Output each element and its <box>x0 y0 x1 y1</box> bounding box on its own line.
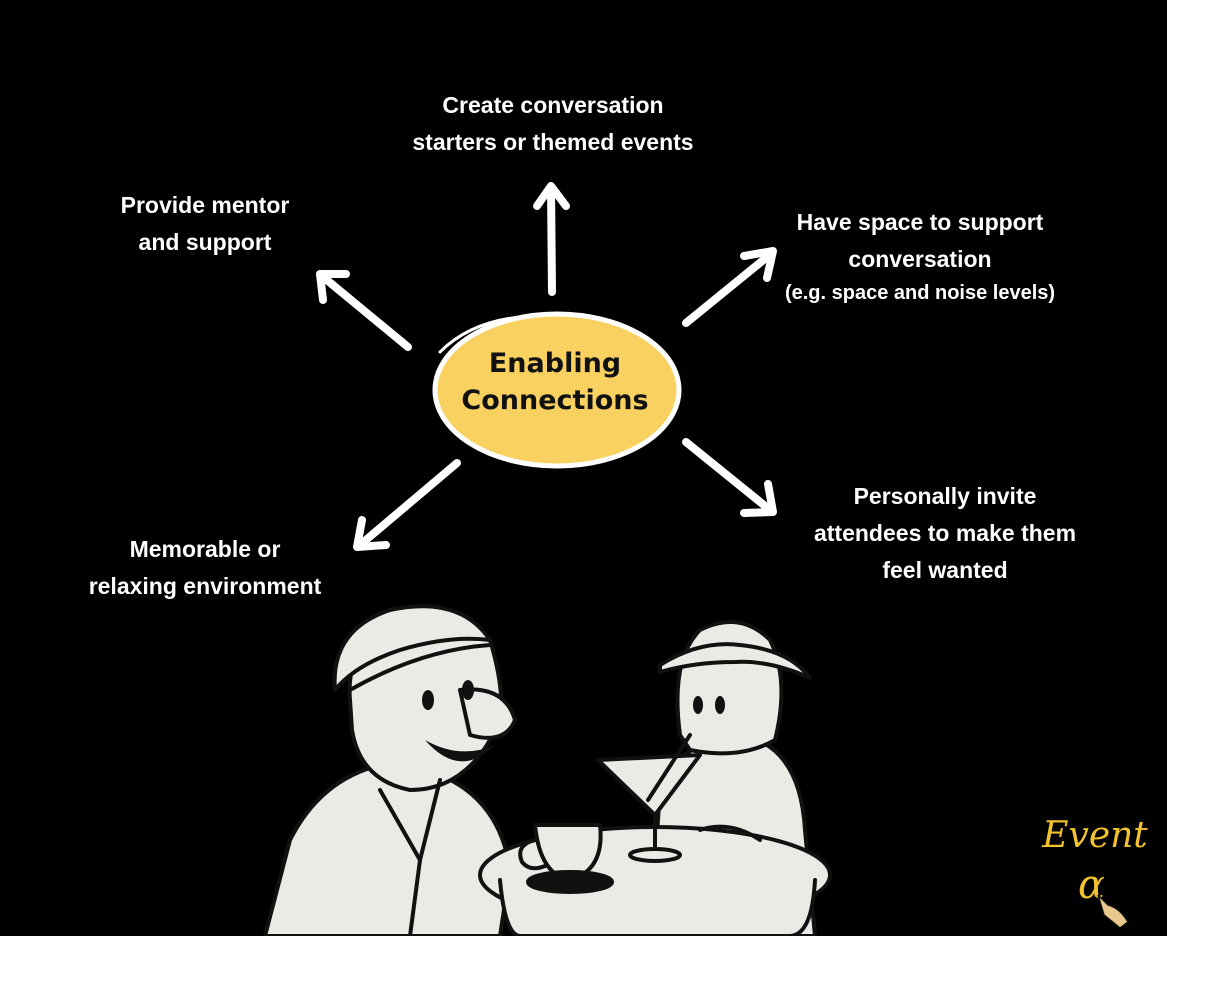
node-bottom-right-line-1: Personally invite <box>853 483 1037 509</box>
cafe-illustration <box>263 604 832 936</box>
node-bottom-right-line-3: feel wanted <box>882 557 1008 583</box>
node-top-left-line-2: and support <box>138 229 272 255</box>
arrows-layer <box>316 182 777 551</box>
center-ellipse <box>432 311 682 469</box>
cup-handle <box>518 838 547 871</box>
node-top-line-1: Create conversation <box>442 92 664 118</box>
node-top-left-line-1: Provide mentor <box>120 192 290 218</box>
left-character-hat <box>332 604 492 692</box>
node-top-right-line-3: (e.g. space and noise levels) <box>784 282 1056 304</box>
node-top-right-line-2: conversation <box>848 246 992 272</box>
node-bottom-right: Personally invite attendees to make them… <box>770 478 1120 589</box>
brand-logo-text: Event <box>1042 815 1148 856</box>
pointer-hand-icon <box>1097 894 1129 929</box>
node-top-right: Have space to support conversation (e.g.… <box>740 204 1100 308</box>
martini-glass <box>596 753 702 817</box>
node-top: Create conversation starters or themed e… <box>353 87 753 161</box>
arrow-top-right <box>682 247 777 327</box>
node-bottom-right-line-2: attendees to make them <box>813 520 1077 546</box>
table-edge <box>498 878 817 936</box>
left-character-nose <box>458 687 517 740</box>
arrow-bottom-left <box>353 459 461 551</box>
center-line-2: Connections <box>461 385 649 416</box>
cup-saucer <box>526 870 614 894</box>
node-bottom-left: Memorable or relaxing environment <box>40 531 370 605</box>
center-node: Enabling Connections <box>430 345 680 419</box>
node-top-right-line-1: Have space to support <box>796 209 1044 235</box>
node-bottom-left-line-1: Memorable or <box>129 536 281 562</box>
arrow-top <box>533 182 570 296</box>
node-bottom-left-line-2: relaxing environment <box>88 573 322 599</box>
diagram-board: Enabling Connections Create conversation… <box>0 0 1167 936</box>
node-top-left: Provide mentor and support <box>70 187 340 261</box>
right-character-hat <box>658 642 812 680</box>
arrow-bottom-right <box>682 438 777 517</box>
arrow-top-left <box>316 270 412 351</box>
node-top-line-2: starters or themed events <box>412 129 694 155</box>
center-line-1: Enabling <box>488 348 622 379</box>
straw <box>646 733 692 802</box>
